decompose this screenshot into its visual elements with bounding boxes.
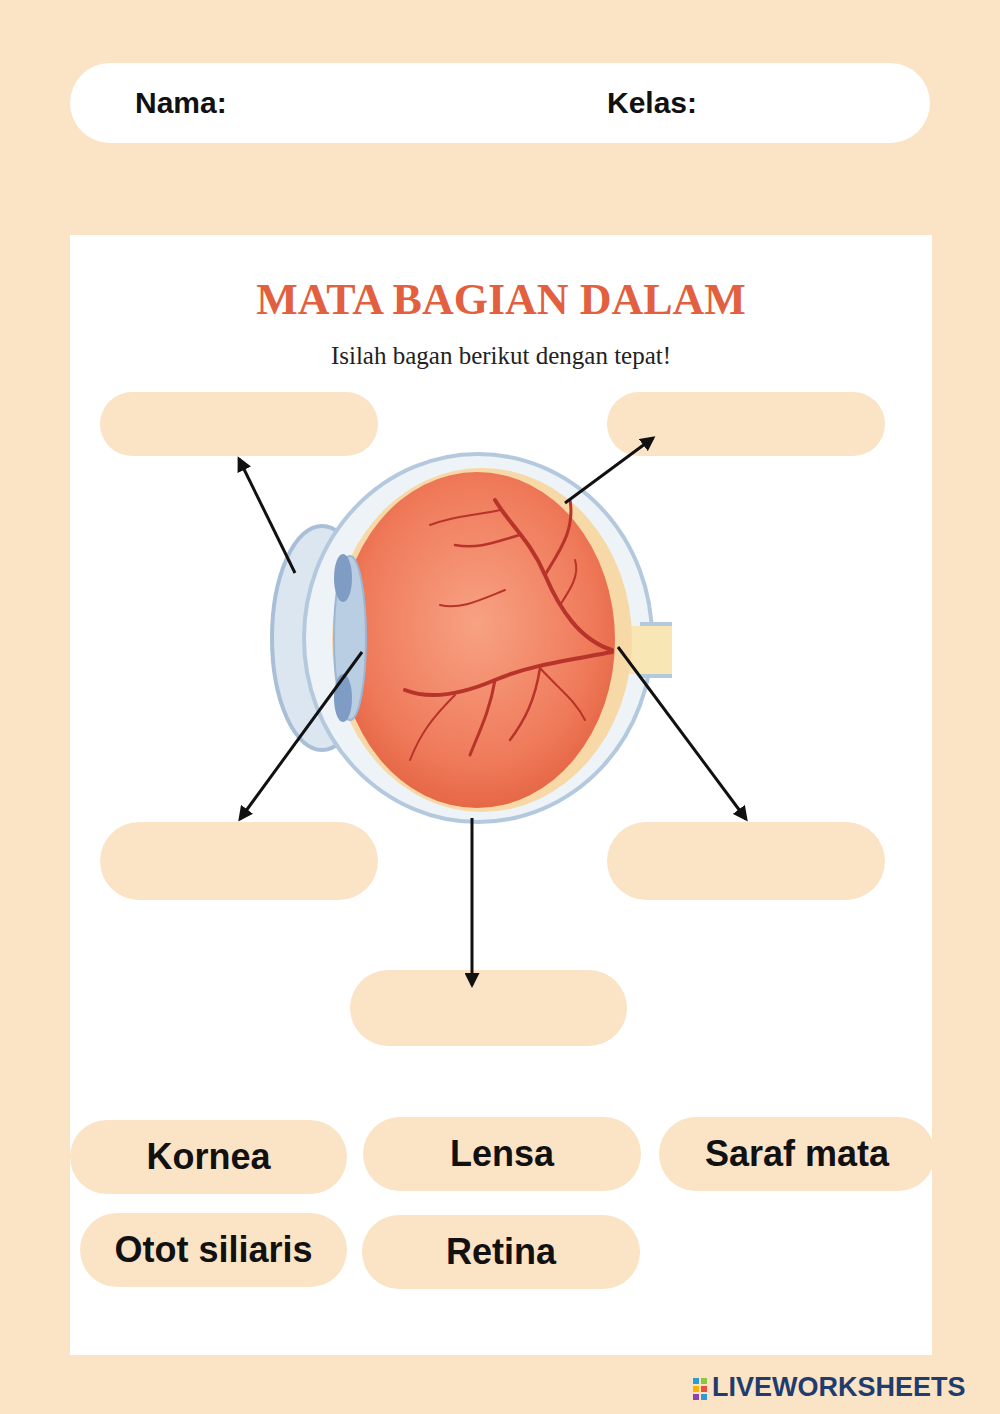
word-label: Otot siliaris (114, 1229, 312, 1271)
logo-square (701, 1394, 707, 1400)
word-label: Lensa (450, 1133, 554, 1175)
leader-arrow (618, 647, 746, 819)
leader-arrows (239, 438, 746, 985)
logo-square (701, 1386, 707, 1392)
field-label: Kelas: (607, 86, 697, 120)
answer-box (350, 970, 627, 1046)
vessel (440, 590, 505, 606)
vessel (510, 668, 540, 740)
leader-arrow (565, 438, 653, 503)
word-bank-pill: Saraf mata (659, 1117, 935, 1191)
vessel (430, 510, 500, 525)
leader-arrow (240, 652, 362, 819)
answer-box (607, 392, 885, 456)
retina-shape (339, 472, 615, 808)
eye-illustration (272, 454, 672, 822)
iris-shape (334, 674, 352, 722)
iris-shape (334, 554, 352, 602)
optic-nerve-outline (640, 624, 672, 676)
vessel (545, 500, 571, 575)
answer-box (100, 392, 378, 456)
vessel (560, 560, 576, 605)
field-label: Nama: (135, 86, 227, 120)
sclera-shape (304, 454, 652, 822)
vessel (455, 535, 520, 546)
word-bank-pill: Kornea (70, 1120, 347, 1194)
vessel (540, 668, 585, 720)
word-label: Kornea (146, 1136, 270, 1178)
word-bank-pill: Retina (362, 1215, 640, 1289)
choroid-shape (332, 468, 632, 812)
vessel (470, 680, 495, 755)
leader-arrow (239, 459, 295, 573)
word-label: Saraf mata (705, 1133, 889, 1175)
watermark: LIVEWORKSHEETS (712, 1372, 988, 1403)
vessel (410, 695, 455, 760)
logo-icon (693, 1378, 707, 1400)
word-bank-pill: Otot siliaris (80, 1213, 347, 1287)
word-bank-pill: Lensa (363, 1117, 641, 1191)
vessel (495, 500, 612, 650)
vessel (405, 652, 612, 695)
blood-vessels (405, 500, 612, 760)
logo-square (701, 1378, 707, 1384)
answer-box (607, 822, 885, 900)
logo-square (693, 1386, 699, 1392)
name-class-bar: Nama: Kelas: (70, 63, 930, 143)
answer-boxes (100, 392, 885, 1046)
leader-arrow (471, 818, 474, 985)
logo-square (693, 1394, 699, 1400)
word-label: Retina (446, 1231, 556, 1273)
logo-square (693, 1378, 699, 1384)
answer-box (100, 822, 378, 900)
title: MATA BAGIAN DALAM (70, 274, 932, 325)
instruction-text: Isilah bagan berikut dengan tepat! (70, 342, 932, 370)
